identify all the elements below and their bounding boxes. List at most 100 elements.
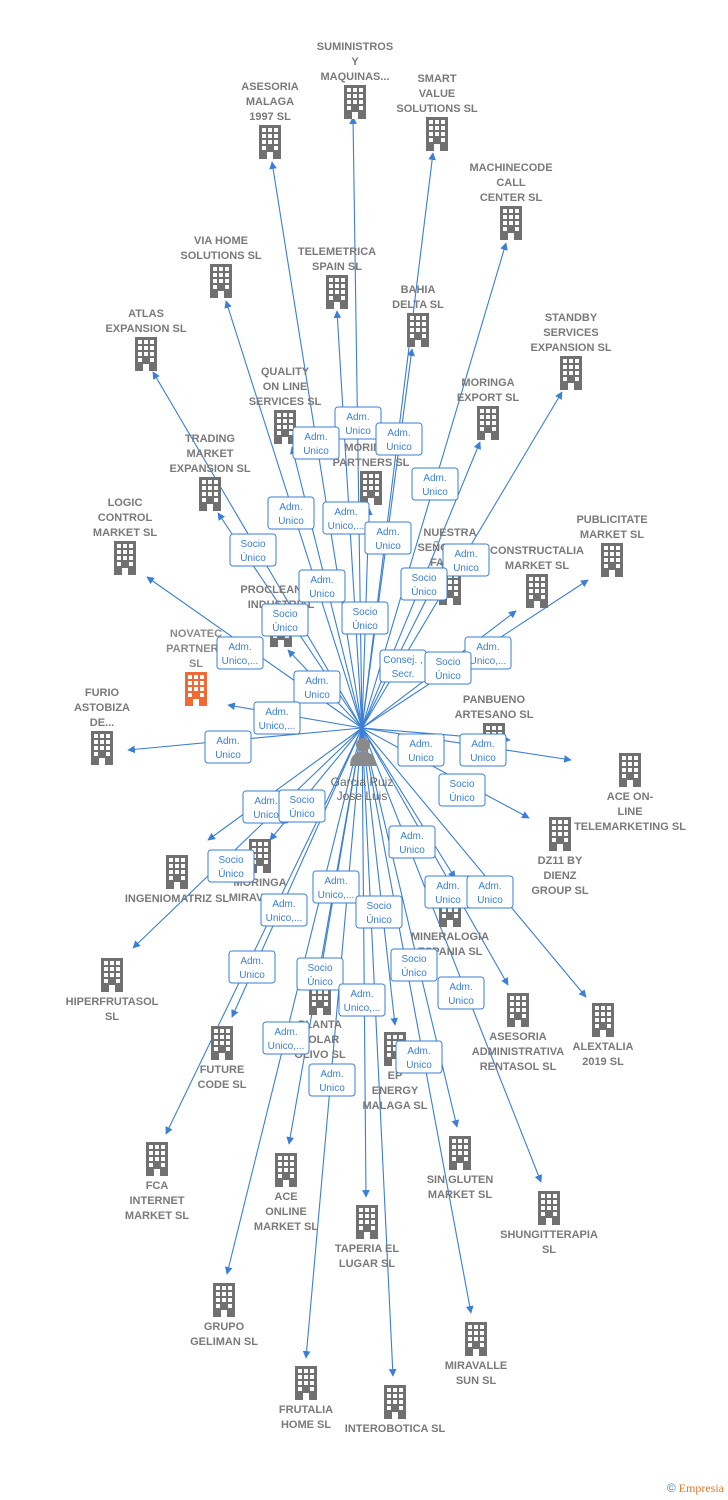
role-tag[interactable]: Adm.Unico <box>388 825 436 859</box>
role-tag[interactable]: Adm.Unico <box>242 790 290 824</box>
role-tag[interactable]: Adm.Unico <box>424 875 472 909</box>
empresia-credit[interactable]: © Empresia <box>667 1481 724 1496</box>
role-tag[interactable]: Adm.Unico,... <box>322 501 370 535</box>
role-tag-text: Socio <box>352 607 377 618</box>
company-label-line: MIRAVALLE <box>445 1360 508 1372</box>
role-tag[interactable]: Consej. ,Secr. <box>379 649 427 683</box>
role-tag[interactable]: Adm.Unico,... <box>262 1021 310 1055</box>
company-node-ingeniomatriz[interactable]: INGENIOMATRIZ SL <box>125 855 230 905</box>
role-tag[interactable]: Adm.Unico <box>411 467 459 501</box>
role-tag-box <box>207 849 255 883</box>
company-label-line: NUESTRA <box>423 527 476 539</box>
company-node-furio[interactable]: FURIOASTOBIZADE... <box>74 687 130 765</box>
role-tag[interactable]: Adm.Unico,... <box>216 636 264 670</box>
role-tag[interactable]: Adm.Unico <box>437 976 485 1010</box>
role-tag-text: Único <box>352 619 378 632</box>
role-tag-text: Adm. <box>216 736 239 747</box>
role-tag-text: Socio <box>401 954 426 965</box>
company-label-line: DIENZ <box>544 870 577 882</box>
role-tag[interactable]: Adm.Unico,... <box>260 893 308 927</box>
role-tag[interactable]: Adm.Unico <box>459 733 507 767</box>
role-tag-box <box>355 895 403 929</box>
role-tag-text: Unico <box>304 690 330 701</box>
building-icon <box>601 543 623 577</box>
building-icon <box>213 1283 235 1317</box>
role-tag[interactable]: Adm.Unico <box>466 875 514 909</box>
role-tag[interactable]: Adm.Unico <box>397 733 445 767</box>
role-tag[interactable]: Adm.Unico <box>204 730 252 764</box>
role-tag[interactable]: Adm.Unico <box>334 406 382 440</box>
role-tag[interactable]: Adm.Unico <box>375 422 423 456</box>
company-label-line: ARTESANO SL <box>455 709 534 721</box>
role-tag[interactable]: Adm.Unico <box>364 521 412 555</box>
role-tag[interactable]: Adm.Unico,... <box>464 636 512 670</box>
center-person-node[interactable]: Garcia Ruiz Jose Luis <box>331 738 394 803</box>
role-tag[interactable]: Adm.Unico <box>395 1040 443 1074</box>
role-tag[interactable]: Adm.Unico <box>228 950 276 984</box>
company-label-line: ADMINISTRATIVA <box>472 1046 565 1058</box>
role-tag[interactable]: Adm.Unico,... <box>253 701 301 735</box>
company-label-line: SUMINISTROS <box>317 41 393 53</box>
role-tag-text: Unico,... <box>470 656 507 667</box>
role-tag-text: Socio <box>240 539 265 550</box>
role-tag[interactable]: Adm.Unico,... <box>338 983 386 1017</box>
role-tag[interactable]: Adm.Unico <box>292 426 340 460</box>
company-label-line: GROUP SL <box>531 885 589 897</box>
role-tag-text: Único <box>411 585 437 598</box>
role-tag[interactable]: Adm.Unico,... <box>312 870 360 904</box>
role-tag[interactable]: Adm.Unico <box>442 543 490 577</box>
role-tag[interactable]: Adm.Unico <box>293 670 341 704</box>
company-node-suministros[interactable]: SUMINISTROSYMAQUINAS... <box>317 41 393 119</box>
center-name-line-2: Jose Luis <box>337 789 388 803</box>
role-tag-box <box>312 870 360 904</box>
role-tag[interactable]: Adm.Unico <box>308 1063 356 1097</box>
role-tag[interactable]: Adm.Unico <box>267 496 315 530</box>
role-tag-text: Unico <box>253 810 279 821</box>
company-node-interobotica[interactable]: INTEROBOTICA SL <box>345 1385 446 1435</box>
building-icon <box>166 855 188 889</box>
role-tag[interactable]: Adm.Unico <box>298 569 346 603</box>
